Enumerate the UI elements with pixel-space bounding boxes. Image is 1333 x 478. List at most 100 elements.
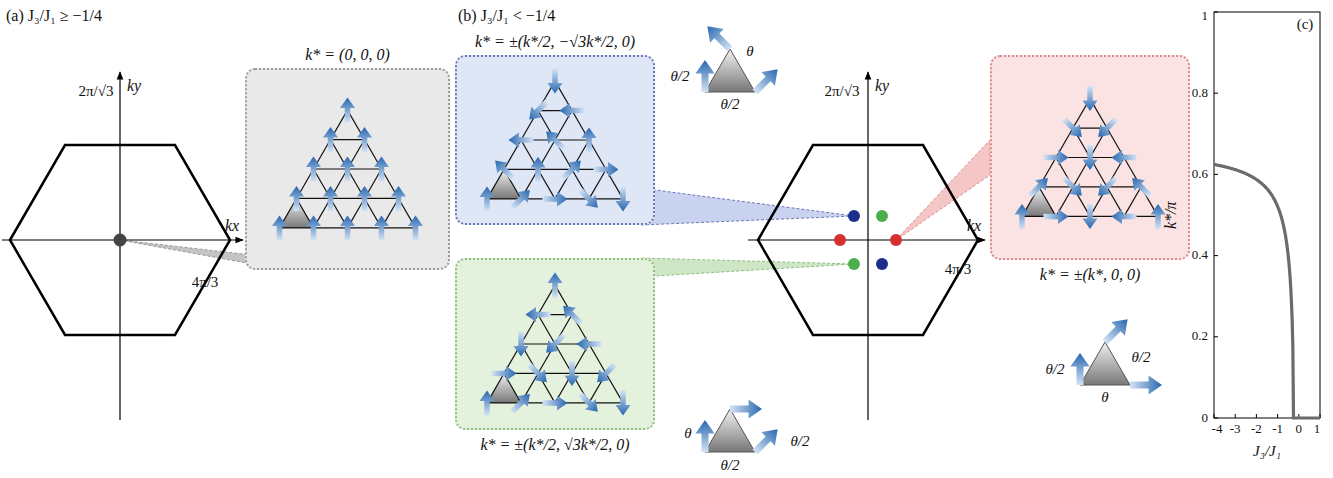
- spin-arrow: [1083, 86, 1098, 111]
- spin-arrow: [357, 127, 372, 152]
- spin-arrow: [524, 359, 552, 387]
- spin-arrow: [340, 215, 355, 240]
- spin-arrow: [748, 423, 784, 459]
- spin-arrow: [616, 390, 631, 415]
- spin-arrow: [701, 20, 737, 56]
- angle-label: θ/2: [790, 433, 809, 450]
- spin-arrow: [490, 155, 518, 183]
- spin-lattice: [247, 70, 448, 268]
- plot-frame: [1214, 12, 1320, 418]
- spin-arrow: [575, 185, 603, 213]
- spin-arrow: [1070, 353, 1089, 385]
- wavevector-label: k* = ±(k*, 0, 0): [1040, 266, 1140, 284]
- bond: [555, 139, 589, 140]
- tick-label: 0.8: [1192, 86, 1208, 101]
- spin-arrow: [748, 63, 784, 99]
- spin-arrow: [560, 103, 585, 118]
- spin-arrow: [340, 215, 355, 240]
- bond: [314, 227, 348, 228]
- spin-arrow: [507, 185, 535, 213]
- spin-arrow: [1083, 204, 1098, 229]
- ordering-vector-dot: [848, 210, 860, 222]
- spin-arrow: [592, 359, 620, 387]
- axis-tick-label: 2π/√3: [79, 83, 114, 100]
- spin-arrow: [490, 155, 518, 183]
- axis-label: J₃/J₁: [1253, 443, 1281, 460]
- angle-label: θ: [746, 43, 753, 60]
- spin-arrow: [1093, 173, 1121, 201]
- tick: [1214, 414, 1215, 418]
- angle-label: θ: [1101, 389, 1108, 406]
- spin-arrow: [748, 423, 784, 459]
- spin-arrow: [514, 332, 529, 357]
- spin-arrow: [1070, 353, 1089, 385]
- axis-tick-label: 4π/3: [192, 274, 219, 291]
- spin-arrow: [1044, 209, 1069, 224]
- spin-arrow: [306, 157, 321, 182]
- spin-arrow: [306, 157, 321, 182]
- axis-label: ky: [875, 77, 889, 95]
- spin-arrow: [507, 389, 535, 417]
- spin-arrow: [1059, 173, 1087, 201]
- tick-label: 1: [1314, 422, 1321, 437]
- tick: [1235, 414, 1236, 418]
- spin-arrow: [1098, 313, 1134, 349]
- inset-panel: k* = ±(k*, 0, 0): [990, 55, 1190, 260]
- spin-lattice: [992, 57, 1188, 258]
- tick-label: 0: [1202, 411, 1209, 426]
- bond: [1124, 187, 1141, 216]
- spin-arrow: [701, 20, 737, 56]
- spin-arrow: [1127, 173, 1155, 201]
- ky-axis: [867, 72, 868, 420]
- tick-label: -1: [1272, 422, 1283, 437]
- spin-arrow: [1130, 375, 1162, 394]
- spin-arrow: [560, 103, 585, 118]
- spin-arrow: [543, 191, 568, 206]
- angle-label: θ/2: [720, 457, 739, 474]
- panel-title: (a) J₃/J₁ ≥ −1/4: [6, 7, 102, 25]
- tick: [1214, 174, 1218, 175]
- spin-arrow: [509, 133, 534, 148]
- spin-arrow: [507, 185, 535, 213]
- spin-arrow: [374, 215, 389, 240]
- bond: [331, 139, 365, 140]
- spin-arrow: [531, 157, 546, 182]
- spin-arrow: [1083, 204, 1098, 229]
- spin-arrow: [1112, 150, 1137, 165]
- spin-arrow: [340, 157, 355, 182]
- spin-arrow: [1015, 204, 1030, 229]
- panel-title: (c): [1297, 16, 1314, 33]
- tick: [1214, 93, 1218, 94]
- spin-arrow: [730, 399, 762, 418]
- spin-arrow: [558, 155, 586, 183]
- spin-arrow: [592, 359, 620, 387]
- spin-arrow: [548, 69, 563, 94]
- spin-arrow: [1112, 209, 1137, 224]
- inset-panel: k* = (0, 0, 0): [245, 68, 450, 270]
- axis-tick-label: 2π/√3: [825, 83, 860, 100]
- spin-arrow: [1093, 114, 1121, 142]
- bond: [538, 315, 555, 344]
- bond: [331, 198, 365, 199]
- spin-lattice: [457, 260, 653, 428]
- spin-arrow: [289, 186, 304, 211]
- spin-arrow: [543, 395, 568, 410]
- spin-arrow: [1093, 114, 1121, 142]
- spin-arrow: [524, 96, 552, 124]
- spin-arrow: [565, 361, 580, 386]
- spin-arrow: [616, 186, 631, 211]
- tick-label: 0.4: [1192, 248, 1208, 263]
- spin-arrow: [480, 186, 495, 211]
- tick-label: -4: [1212, 422, 1223, 437]
- spin-arrow: [616, 186, 631, 211]
- bond: [365, 198, 399, 199]
- bond: [382, 227, 416, 228]
- tick: [1256, 414, 1257, 418]
- spin-arrow: [1044, 150, 1069, 165]
- spin-arrow: [548, 273, 563, 298]
- spin-arrow: [748, 63, 784, 99]
- spin-arrow: [577, 337, 602, 352]
- spin-arrow: [1127, 173, 1155, 201]
- tick: [1214, 418, 1218, 419]
- spin-arrow: [340, 98, 355, 123]
